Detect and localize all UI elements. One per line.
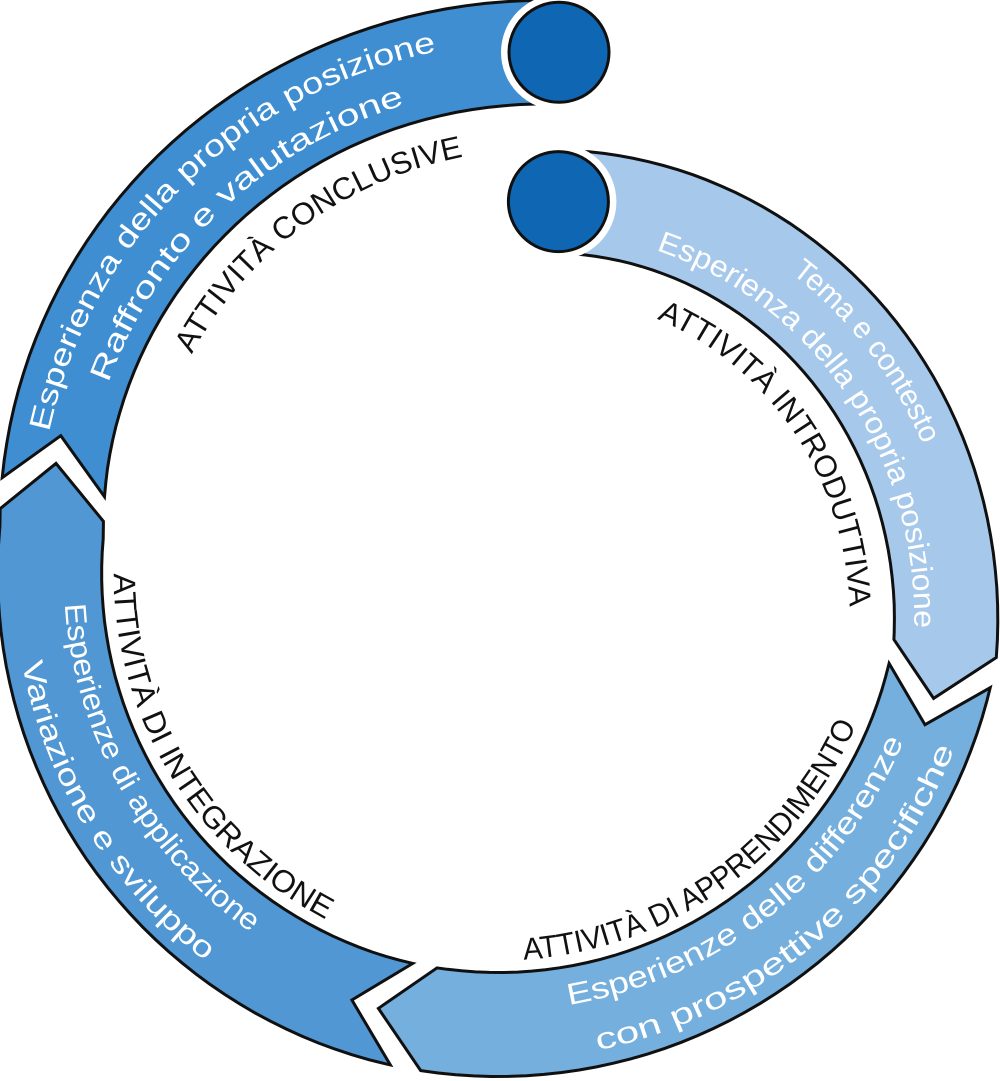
cycle-start-cap	[506, 150, 610, 254]
arc-band-attivita-di-integrazione	[0, 461, 417, 1068]
segment-attivita-di-apprendimento	[376, 659, 993, 1079]
cycle-end-cap	[507, 0, 611, 104]
segment-attivita-di-integrazione	[0, 461, 417, 1068]
cycle-caps-layer	[500, 0, 617, 260]
arc-band-attivita-di-apprendimento	[376, 659, 993, 1079]
